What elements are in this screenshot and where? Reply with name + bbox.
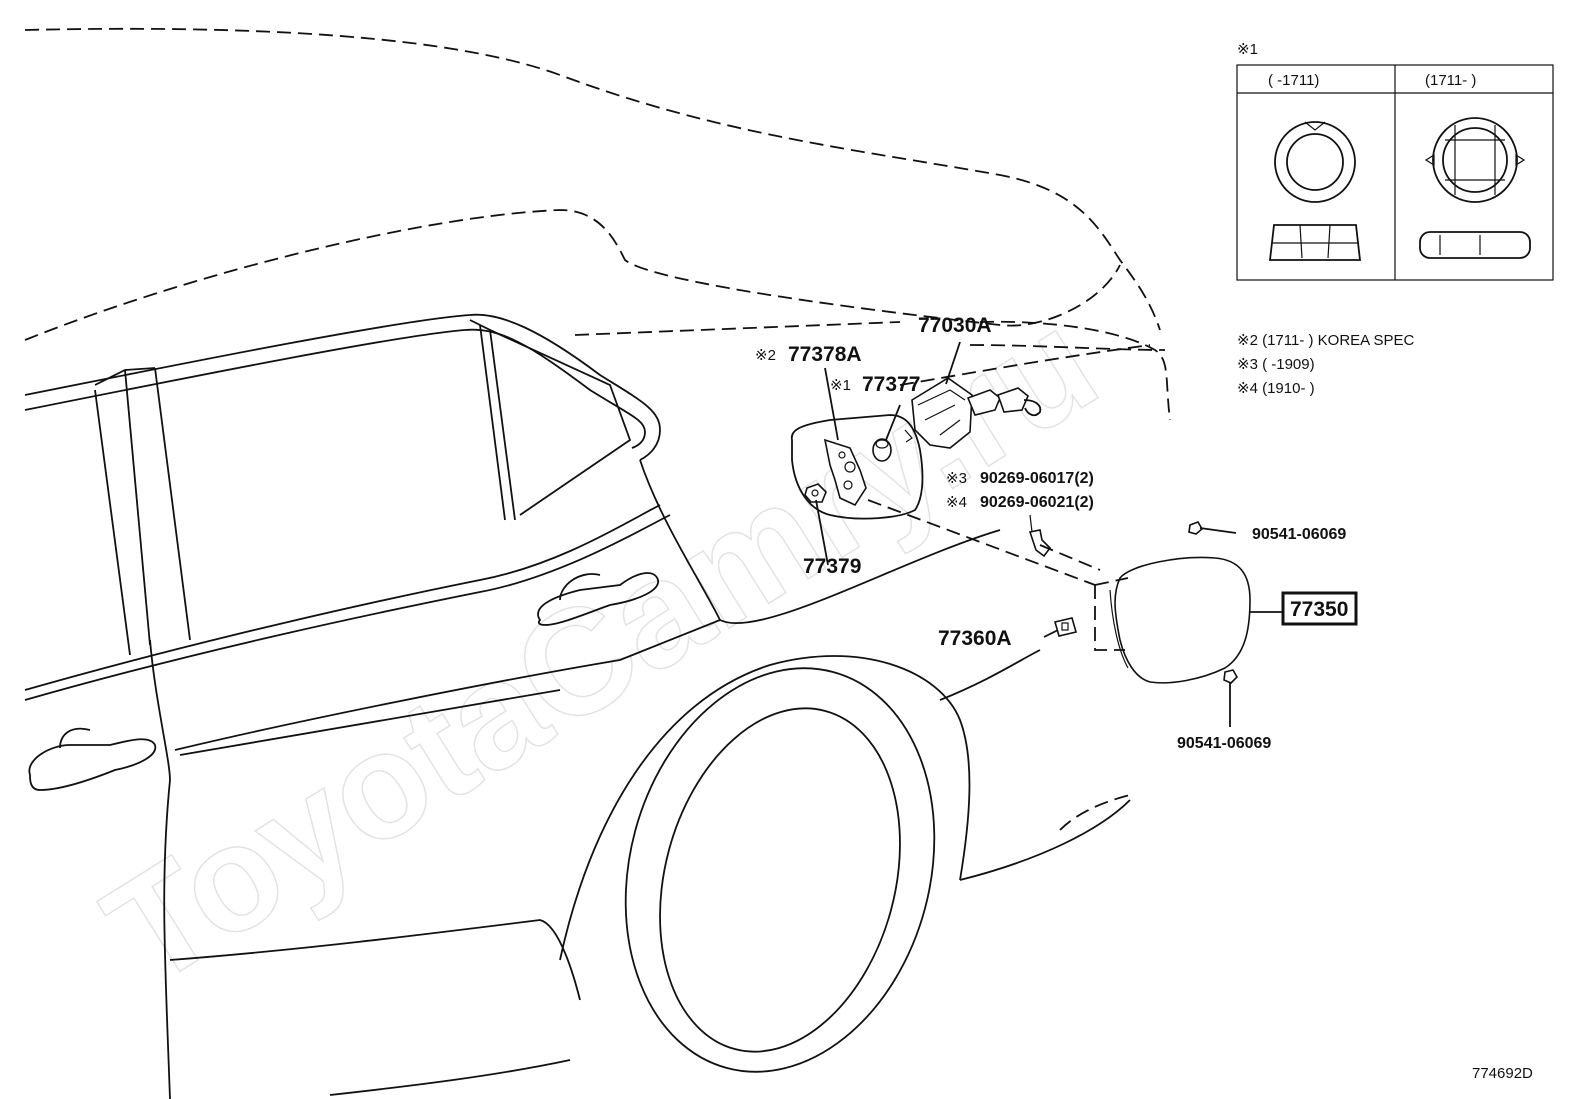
label-77360A: 77360A — [938, 627, 1012, 650]
nut-bottom-part — [1223, 669, 1238, 684]
label-77377-mark: ※1 — [830, 377, 851, 394]
label-77030A: 77030A — [918, 314, 992, 337]
label-90269b: 90269-06021(2) — [980, 494, 1094, 511]
inset-marker: ※1 — [1237, 41, 1258, 58]
variant-notes: ※2 (1711- ) KOREA SPEC ※3 ( -1909) ※4 (1… — [1237, 332, 1415, 397]
grommet-part — [872, 438, 892, 462]
label-90269a-mark: ※3 — [946, 470, 967, 487]
label-77378A-mark: ※2 — [755, 347, 776, 364]
label-90269a: 90269-06017(2) — [980, 470, 1094, 487]
leader-lines — [815, 341, 1284, 727]
label-77350: 77350 — [1290, 598, 1348, 621]
label-90541-bottom: 90541-06069 — [1177, 735, 1271, 752]
inset-variant-table: ※1 ( -1711) (1711- ) — [1236, 41, 1554, 281]
fuel-filler-lid-part — [1109, 556, 1251, 684]
clip-part — [804, 483, 827, 503]
note-2: ※2 (1711- ) KOREA SPEC — [1237, 332, 1415, 349]
highlight-box-77350 — [1281, 591, 1358, 626]
drawing-code: 774692D — [1472, 1065, 1533, 1082]
label-90269b-mark: ※4 — [946, 494, 967, 511]
stopper-part — [1054, 617, 1077, 637]
lid-actuator-part — [904, 377, 1042, 449]
inset-col-right: (1711- ) — [1425, 72, 1476, 89]
car-body-outline — [24, 27, 1171, 1099]
bolt-part — [1028, 514, 1052, 558]
hinge-bracket-part — [823, 438, 867, 507]
note-4: ※4 (1910- ) — [1237, 380, 1315, 397]
part-labels: 77030A ※2 77378A ※1 77377 77379 ※3 90269… — [755, 314, 1358, 752]
label-77378A: 77378A — [788, 343, 862, 366]
label-90541-top: 90541-06069 — [1252, 526, 1346, 543]
label-77379: 77379 — [803, 555, 861, 578]
note-3: ※3 ( -1909) — [1237, 356, 1315, 373]
nut-top-part — [1188, 521, 1204, 535]
inset-col-left: ( -1711) — [1268, 72, 1319, 89]
label-77377: 77377 — [862, 373, 920, 396]
